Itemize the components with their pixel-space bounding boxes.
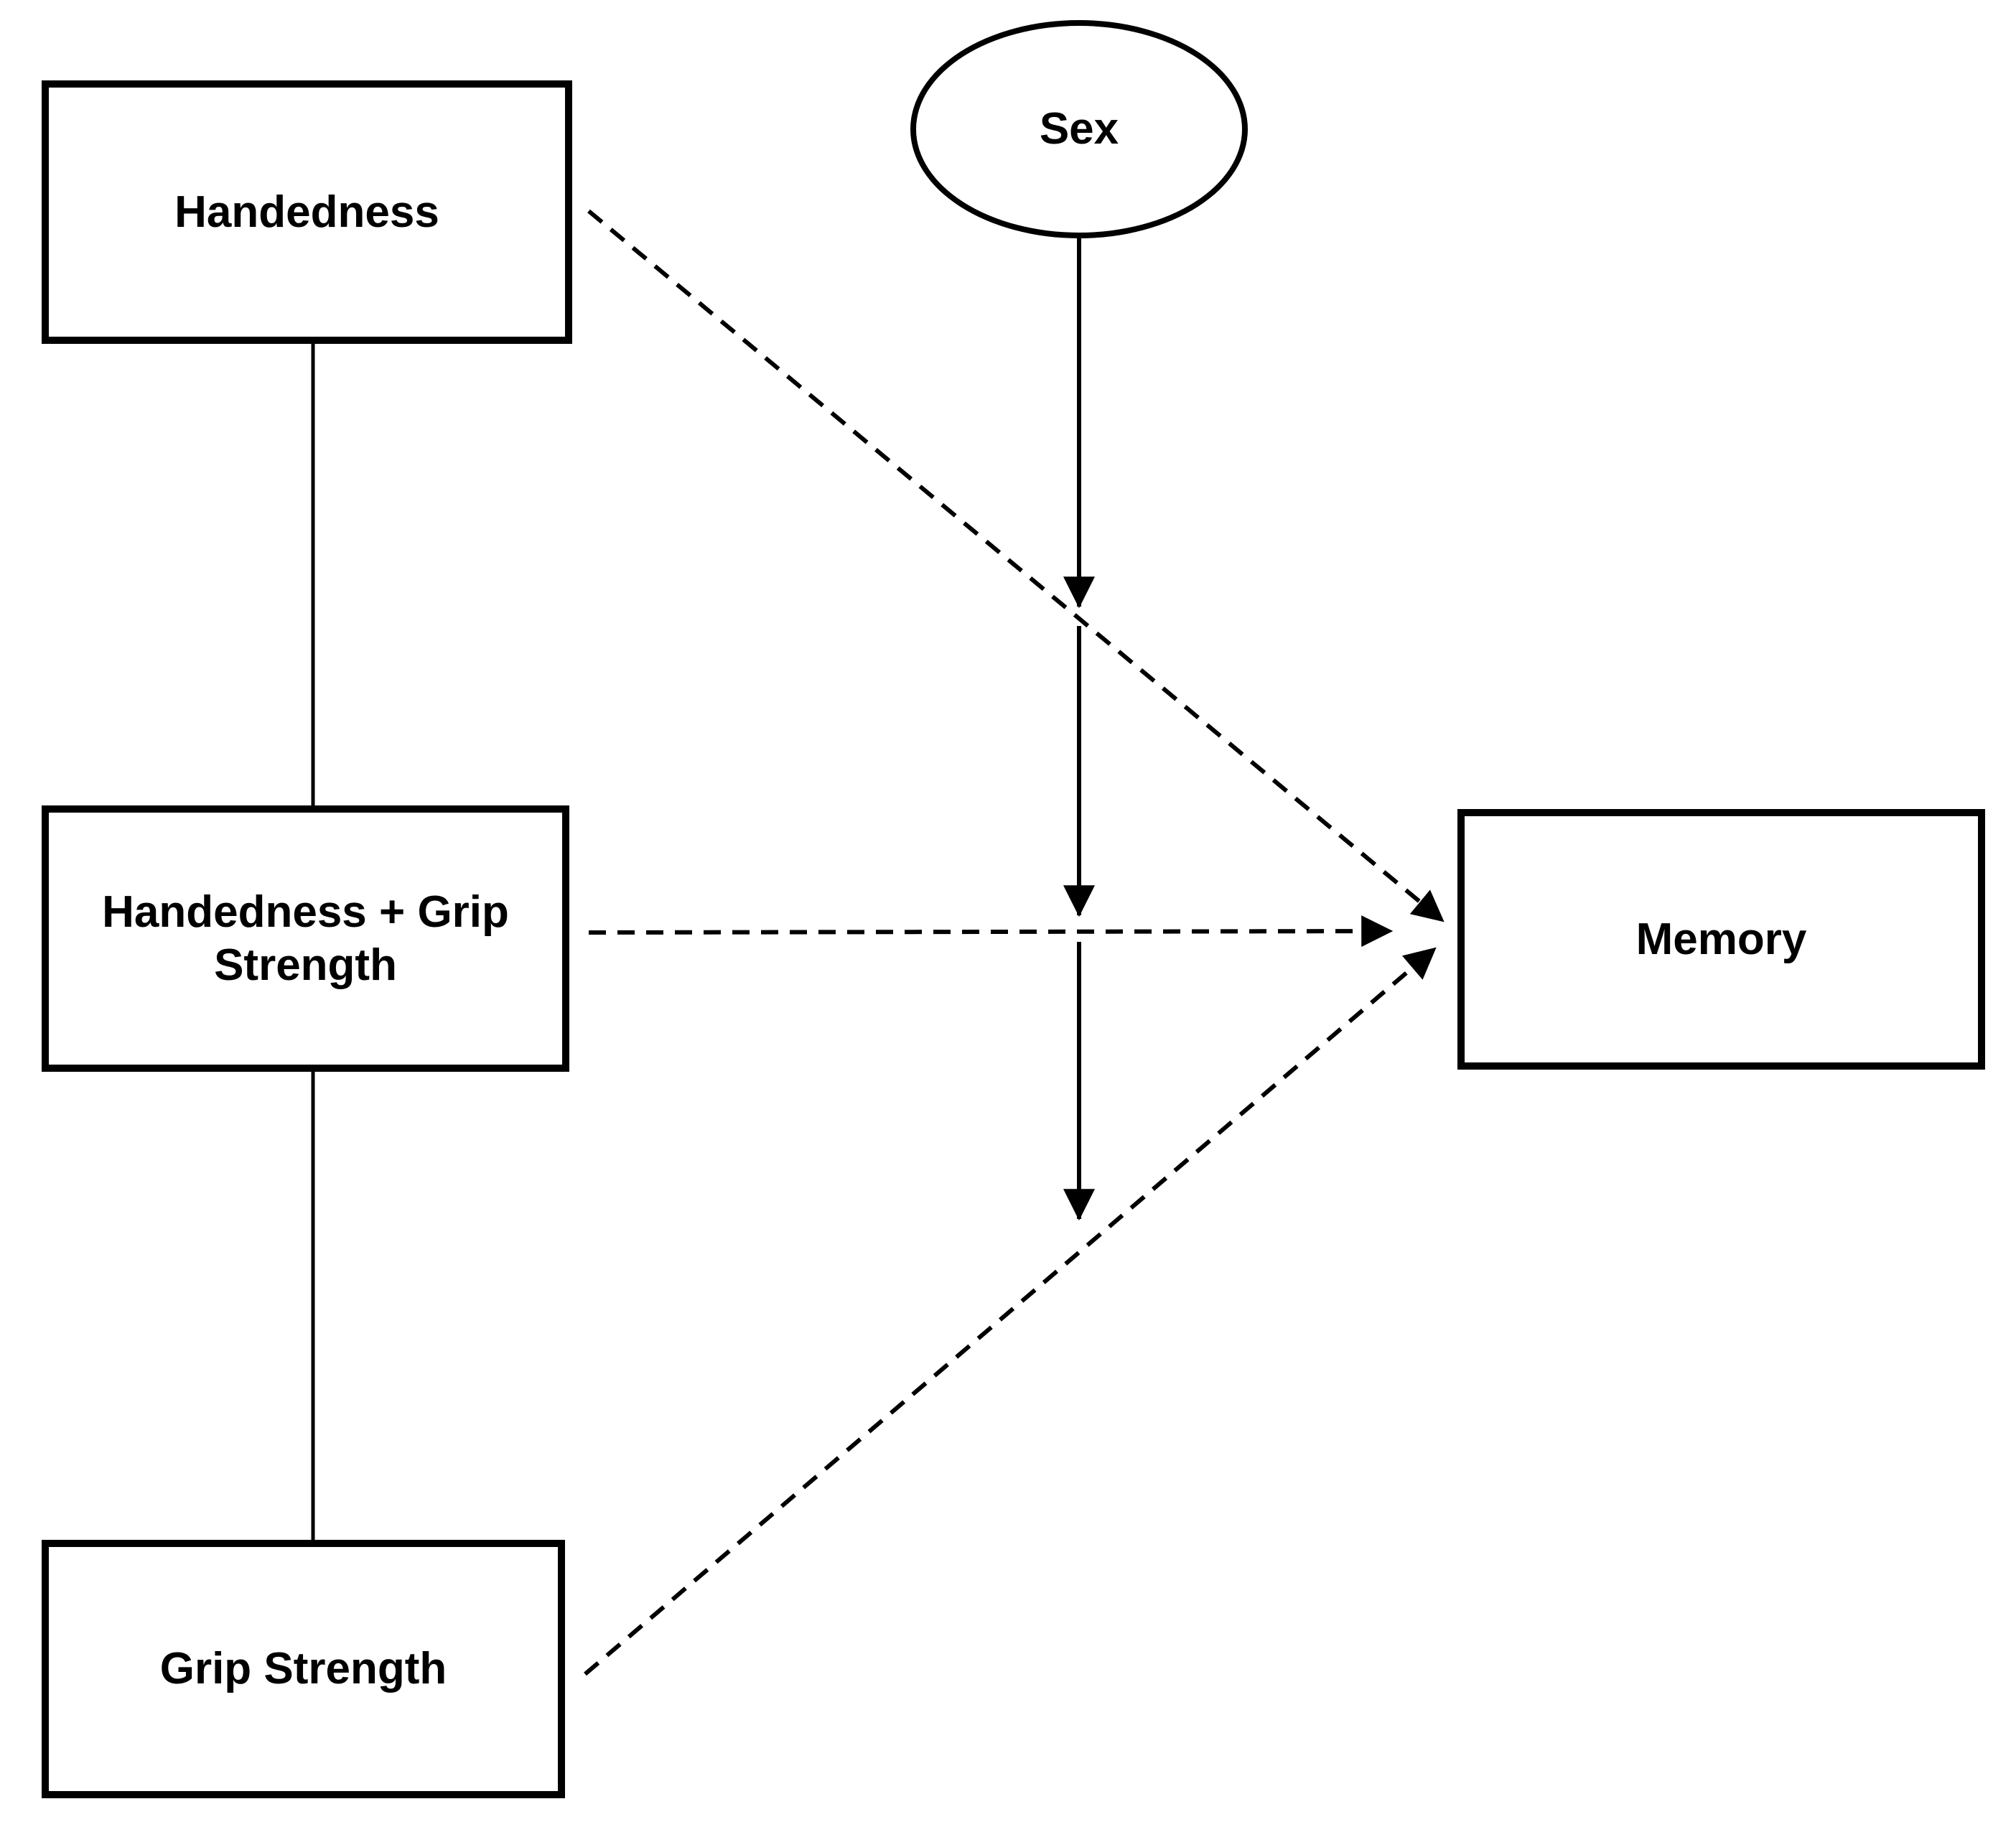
edge-handedness-to-memory [587,209,1445,923]
edge-handedness-grip-to-memory [588,915,1394,948]
node-handedness: Handedness [42,80,572,344]
node-handedness-grip-strength-label: Handedness + Grip Strength [102,887,509,990]
node-handedness-grip-strength: Handedness + Grip Strength [42,805,569,1072]
node-handedness-label: Handedness [174,187,439,237]
node-grip-strength: Grip Strength [42,1540,565,1798]
node-memory: Memory [1457,809,1985,1070]
node-sex: Sex [910,20,1248,238]
edge-grip-to-memory [584,946,1437,1676]
node-memory-label: Memory [1635,914,1807,964]
node-sex-label: Sex [1039,104,1119,154]
node-grip-strength-label: Grip Strength [159,1644,447,1694]
